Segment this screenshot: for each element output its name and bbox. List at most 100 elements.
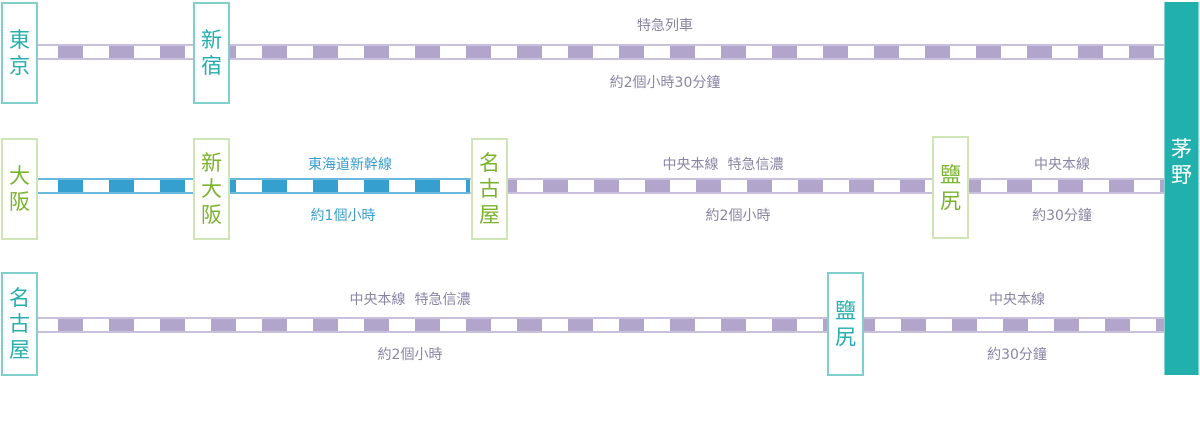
station-char: 古: [479, 177, 500, 201]
track-block: [568, 319, 593, 331]
station-shin-osaka[interactable]: 新 大 阪: [193, 138, 230, 240]
line-label: 中央本線: [989, 292, 1045, 308]
station-char: 名: [479, 151, 500, 175]
track-block: [160, 319, 185, 331]
station-char: 大: [9, 164, 30, 188]
station-shiojiri[interactable]: 鹽 尻: [932, 136, 969, 239]
duration-label: 約2個小時30分鐘: [609, 75, 721, 91]
station-osaka[interactable]: 大 阪: [1, 138, 38, 240]
track-nagoya-shiojiri: [470, 178, 934, 194]
track-block: [313, 46, 338, 58]
track-block: [1129, 46, 1154, 58]
track-block: [1105, 319, 1130, 331]
duration-label: 約2個小時: [705, 208, 771, 224]
station-char: 宿: [201, 54, 222, 78]
track-block: [1078, 46, 1103, 58]
station-nagoya-2[interactable]: 名 古 屋: [1, 272, 38, 376]
station-nagoya[interactable]: 名 古 屋: [471, 138, 508, 240]
track-block: [109, 180, 134, 192]
track-block: [262, 46, 287, 58]
track-block: [976, 46, 1001, 58]
track-block: [645, 180, 670, 192]
station-char: 新: [201, 28, 222, 52]
track-block: [901, 319, 926, 331]
station-shinjuku[interactable]: 新 宿: [193, 2, 230, 104]
station-tokyo[interactable]: 東 京: [1, 2, 38, 104]
station-char: 京: [9, 54, 30, 78]
station-char: 鹽: [940, 162, 961, 187]
track-block: [1007, 180, 1032, 192]
track-nagoya-shiojiri-2: [36, 317, 828, 333]
station-char: 尻: [835, 325, 856, 349]
track-block: [160, 46, 185, 58]
track-block: [1109, 180, 1134, 192]
track-block: [772, 319, 797, 331]
station-char: 阪: [9, 190, 30, 214]
line-label: 中央本線 特急信濃: [662, 157, 784, 173]
line-label: 東海道新幹線: [308, 157, 392, 173]
track-block: [58, 319, 83, 331]
track-block: [849, 180, 874, 192]
station-char: 新: [201, 151, 222, 175]
station-char: 鹽: [835, 299, 856, 323]
track-block: [58, 180, 83, 192]
track-block: [262, 319, 287, 331]
track-block: [823, 319, 828, 331]
track-block: [415, 180, 440, 192]
track-block: [364, 319, 389, 331]
track-block: [211, 319, 236, 331]
track-block: [721, 46, 746, 58]
track-block: [747, 180, 772, 192]
track-block: [874, 46, 899, 58]
line-label: 中央本線: [1034, 157, 1090, 173]
track-block: [109, 319, 134, 331]
station-char: 名: [9, 286, 30, 310]
track-block: [619, 319, 644, 331]
station-char: 屋: [479, 203, 500, 227]
line-label: 特急列車: [637, 18, 693, 34]
track-block: [798, 180, 823, 192]
line-label: 中央本線 特急信濃: [349, 292, 471, 308]
station-char: 阪: [201, 203, 222, 227]
track-block: [952, 319, 977, 331]
track-block: [568, 46, 593, 58]
track-block: [772, 46, 797, 58]
track-block: [823, 46, 848, 58]
track-block: [517, 46, 542, 58]
track-block: [466, 319, 491, 331]
terminal-char: 野: [1171, 163, 1192, 187]
track-block: [696, 180, 721, 192]
track-block: [925, 46, 950, 58]
station-shiojiri-2[interactable]: 鹽 尻: [827, 272, 864, 376]
track-block: [594, 180, 619, 192]
track-block: [517, 319, 542, 331]
track-block: [415, 46, 440, 58]
track-block: [262, 180, 287, 192]
track-block: [1027, 46, 1052, 58]
track-block: [670, 319, 695, 331]
track-block: [900, 180, 925, 192]
duration-label: 約30分鐘: [987, 347, 1047, 363]
track-block: [364, 180, 389, 192]
duration-label: 約1個小時: [310, 208, 376, 224]
track-block: [1054, 319, 1079, 331]
track-block: [109, 46, 134, 58]
track-block: [670, 46, 695, 58]
track-block: [1160, 180, 1164, 192]
terminal-char: 茅: [1171, 137, 1192, 161]
station-char: 大: [201, 177, 222, 201]
track-block: [1058, 180, 1083, 192]
track-tokyo-chino: [36, 44, 1164, 60]
track-osaka-nagoya: [36, 178, 470, 194]
track-block: [313, 319, 338, 331]
track-block: [466, 180, 470, 192]
track-block: [415, 319, 440, 331]
track-block: [1003, 319, 1028, 331]
track-block: [466, 46, 491, 58]
track-block: [58, 46, 83, 58]
track-block: [543, 180, 568, 192]
duration-label: 約30分鐘: [1032, 208, 1092, 224]
station-char: 東: [9, 28, 30, 52]
station-char: 古: [9, 312, 30, 336]
duration-label: 約2個小時: [377, 347, 443, 363]
